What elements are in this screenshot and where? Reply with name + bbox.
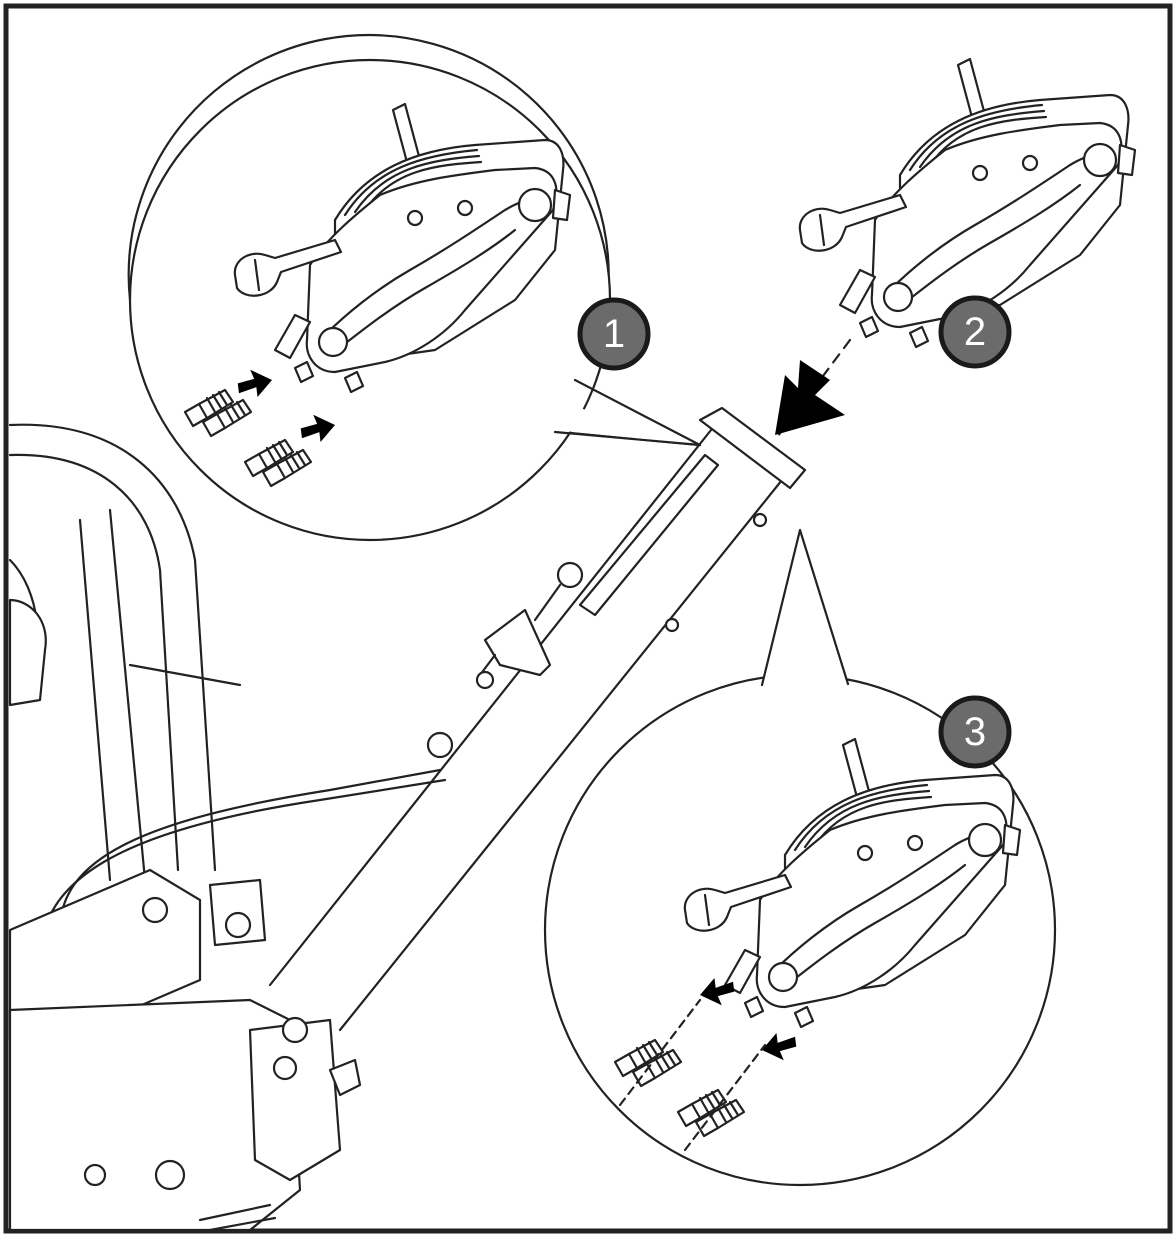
step-badge-2-label: 2 bbox=[964, 310, 986, 354]
callout-3-bubble bbox=[543, 528, 1057, 1187]
step-badge-1-label: 1 bbox=[603, 312, 625, 356]
step-2-valve bbox=[773, 57, 1137, 442]
direction-arrow-icon bbox=[775, 360, 845, 435]
page-frame bbox=[3, 3, 1173, 1234]
step-badge-2: 2 bbox=[938, 295, 1012, 369]
callout-1-bubble bbox=[127, 34, 702, 542]
step-badge-3: 3 bbox=[938, 695, 1012, 769]
step-badge-1: 1 bbox=[577, 297, 651, 371]
step-badge-3-label: 3 bbox=[964, 710, 986, 754]
machine-frame-icon bbox=[8, 423, 454, 1232]
boom-arm-icon bbox=[268, 406, 807, 1032]
